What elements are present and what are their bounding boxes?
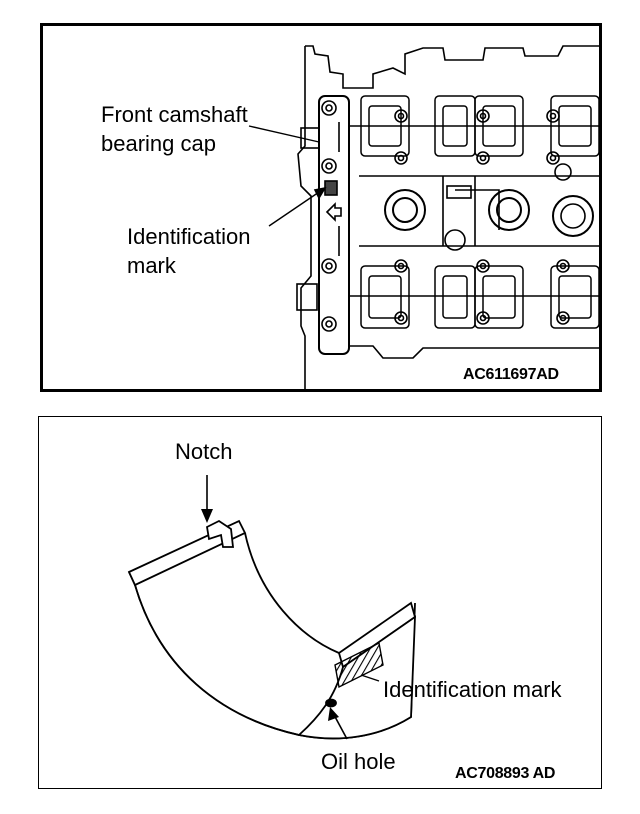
front-cap-label-line1: Front camshaft [101, 102, 248, 127]
oil-hole-label: Oil hole [321, 749, 396, 774]
figure-code: AC708893 AD [455, 765, 556, 782]
camshaft-cap-figure: Front camshaft bearing cap Identificatio… [40, 23, 602, 392]
identification-mark-label-line1: Identification [127, 224, 251, 249]
figure-code: AC611697AD [463, 366, 559, 383]
identification-mark-label-line2: mark [127, 253, 176, 278]
identification-mark-label: Identification mark [383, 677, 562, 702]
cylinder-head-drawing [248, 45, 599, 389]
front-cap-label-line2: bearing cap [101, 131, 216, 156]
bearing-shell-drawing [127, 475, 417, 740]
bearing-shell-figure: Notch Identification mark Oil hole AC708… [38, 416, 602, 789]
notch-label: Notch [175, 439, 233, 464]
